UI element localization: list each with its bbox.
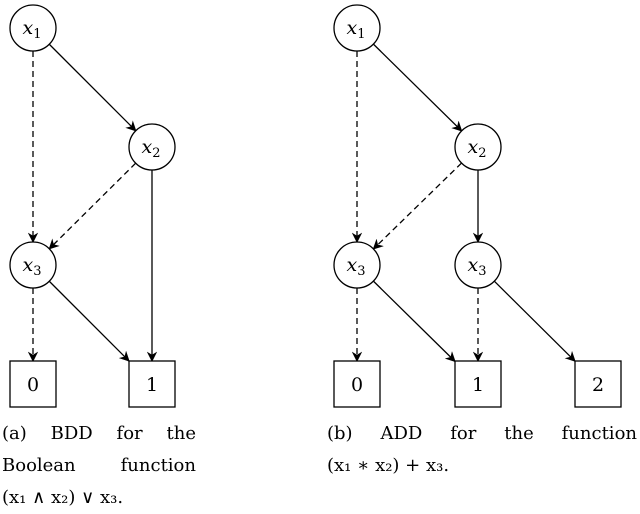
add-node-x3a-circle: [333, 241, 381, 289]
bdd-diagram: x1 x2 x3 0 1: [9, 4, 176, 408]
add-node-x1-circle: [333, 4, 381, 52]
caption-a-line-3: (x₁ ∧ x₂) ∨ x₃.: [2, 487, 124, 508]
add-node-t2-box: [574, 360, 622, 408]
bdd-node-t1-box: [128, 360, 176, 408]
caption-a-line-2: Boolean function: [2, 455, 196, 476]
add-node-t2: 2: [574, 360, 622, 408]
bdd-node-t0-label: 0: [27, 374, 39, 396]
add-node-t1-box: [454, 360, 502, 408]
bdd-node-x1-circle: [9, 4, 57, 52]
add-node-x2: x2: [454, 123, 502, 171]
bdd-edge-x3-to-t1-high: [48, 280, 130, 362]
add-edge-x3b-to-t2-high: [493, 280, 576, 362]
bdd-edge-x1-to-x2-high: [48, 43, 137, 132]
bdd-node-t0-box: [9, 360, 57, 408]
add-node-x1: x1: [333, 4, 381, 52]
caption-a: (a) BDD for the Boolean function (x₁ ∧ x…: [2, 418, 196, 514]
bdd-node-x2-label: x2: [142, 136, 161, 161]
add-node-t2-label: 2: [592, 374, 604, 396]
add-node-x2-label: x2: [468, 136, 487, 161]
bdd-node-x1: x1: [9, 4, 57, 52]
bdd-node-x3-circle: [9, 241, 57, 289]
add-node-t0: 0: [333, 360, 381, 408]
add-node-x3a-label: x3: [347, 254, 366, 279]
add-edge-x2-to-x3a-low: [372, 162, 462, 250]
bdd-node-x1-label: x1: [23, 17, 42, 42]
bdd-node-x3-label: x3: [23, 254, 42, 279]
bdd-node-x3: x3: [9, 241, 57, 289]
caption-a-line-1: (a) BDD for the: [2, 423, 196, 444]
add-node-x3a: x3: [333, 241, 381, 289]
bdd-edge-x2-to-x3-low: [48, 162, 137, 250]
bdd-node-t0: 0: [9, 360, 57, 408]
bdd-node-x2: x2: [128, 123, 176, 171]
add-node-t1: 1: [454, 360, 502, 408]
add-node-x3b-label: x3: [468, 254, 487, 279]
add-node-t0-box: [333, 360, 381, 408]
add-node-x3b: x3: [454, 241, 502, 289]
add-edge-x1-to-x2-high: [372, 43, 463, 132]
add-diagram: x1 x2 x3 x3 0 1 2: [333, 4, 622, 408]
add-node-x3b-circle: [454, 241, 502, 289]
bdd-node-t1-label: 1: [146, 374, 158, 396]
add-node-t0-label: 0: [351, 374, 363, 396]
caption-b-line-1: (b) ADD for the function: [327, 423, 637, 444]
add-edge-x3a-to-t1-high: [372, 280, 456, 363]
add-node-t1-label: 1: [472, 374, 484, 396]
caption-b-line-2: (x₁ ∗ x₂) + x₃.: [327, 455, 450, 476]
bdd-node-t1: 1: [128, 360, 176, 408]
caption-b: (b) ADD for the function (x₁ ∗ x₂) + x₃.: [327, 418, 637, 482]
add-node-x1-label: x1: [347, 17, 366, 42]
add-node-x2-circle: [454, 123, 502, 171]
bdd-node-x2-circle: [128, 123, 176, 171]
